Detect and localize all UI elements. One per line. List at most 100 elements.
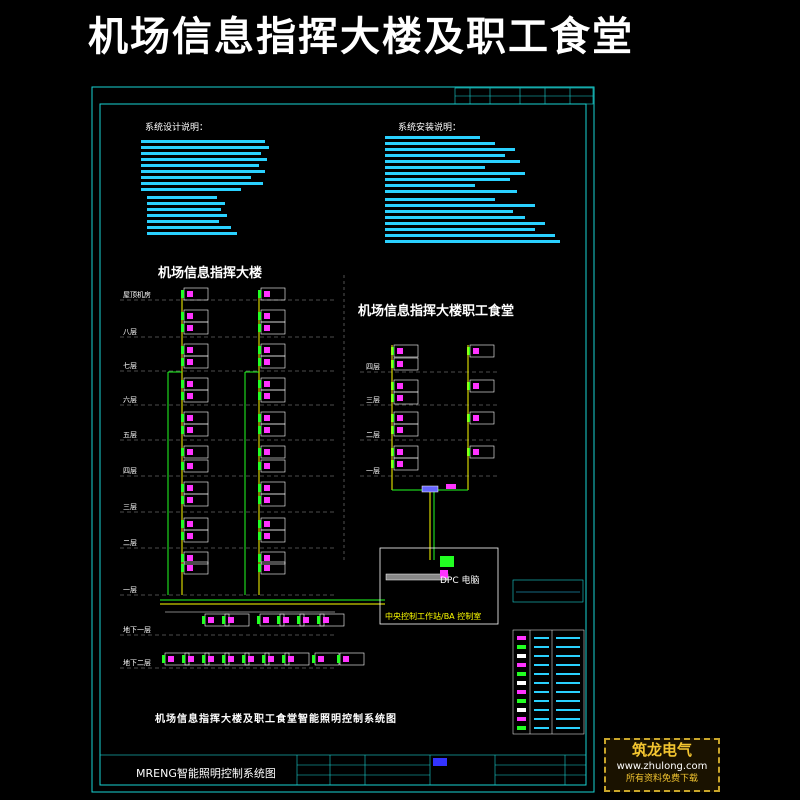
legend-row <box>517 645 580 649</box>
lighting-panel-symbol <box>258 321 286 335</box>
legend-row <box>517 636 580 640</box>
lighting-panel-symbol <box>337 652 365 666</box>
lighting-panel-symbol <box>258 481 286 495</box>
outer-frame <box>91 86 595 793</box>
lighting-panel-symbol <box>391 411 419 425</box>
floor-label-a: 二层 <box>123 539 137 547</box>
lighting-panel-symbol <box>181 377 209 391</box>
lighting-panel-symbol <box>181 561 209 575</box>
lighting-panel-symbol <box>258 551 286 565</box>
legend-top <box>512 579 584 603</box>
legend-row <box>517 717 580 721</box>
lighting-panel-symbol <box>258 529 286 543</box>
legend-row <box>517 726 580 730</box>
lighting-panel-symbol <box>258 411 286 425</box>
lighting-panel-symbol <box>258 517 286 531</box>
lighting-panel-symbol <box>467 445 495 459</box>
lighting-panel-symbol <box>258 445 286 459</box>
floor-label-a: 地下二层 <box>123 659 151 667</box>
floor-label-a: 八层 <box>123 328 137 336</box>
lighting-panel-symbol <box>258 423 286 437</box>
lighting-panel-symbol <box>181 517 209 531</box>
watermark-brand: 筑龙电气 <box>631 741 692 759</box>
install-notes-text <box>385 136 560 243</box>
watermark-url: www.zhulong.com <box>616 761 708 772</box>
dpc-label: DPC 电脑 <box>440 576 480 586</box>
lighting-panel-symbol <box>181 411 209 425</box>
lighting-panel-symbol <box>391 423 419 437</box>
lighting-panel-symbol <box>258 343 286 357</box>
building-b-risers <box>391 345 469 560</box>
legend-row <box>517 654 580 658</box>
title-block-system-name: MRENG智能照明控制系统图 <box>136 767 276 780</box>
lighting-panel-symbol <box>181 459 209 473</box>
lighting-panel-symbol <box>467 344 495 358</box>
basement-panels <box>162 613 365 666</box>
lighting-panel-symbol <box>258 561 286 575</box>
lighting-panel-symbol <box>181 321 209 335</box>
lighting-panel-symbol <box>391 445 419 459</box>
lighting-panel-symbol <box>181 343 209 357</box>
page-title: 机场信息指挥大楼及职工食堂 <box>88 13 634 60</box>
lighting-panel-symbol <box>391 344 419 358</box>
lighting-panel-symbol <box>467 379 495 393</box>
floor-label-a: 地下一层 <box>123 626 151 634</box>
lighting-panel-symbol <box>258 287 286 301</box>
watermark-tagline: 所有资料免费下载 <box>625 774 698 784</box>
control-box <box>379 547 499 625</box>
floor-label-b: 三层 <box>366 396 380 404</box>
legend-row <box>517 663 580 667</box>
lighting-panel-symbol <box>391 391 419 405</box>
lighting-panel-symbol <box>181 389 209 403</box>
top-title-block <box>454 87 594 105</box>
floor-label-a: 四层 <box>123 467 137 475</box>
floor-label-a: 六层 <box>123 396 137 404</box>
legend-row <box>517 672 580 676</box>
lighting-panel-symbol <box>391 379 419 393</box>
building-a-floor-lines <box>120 299 335 669</box>
building-a-risers <box>160 290 385 613</box>
legend-row <box>517 708 580 712</box>
lighting-panel-symbol <box>181 355 209 369</box>
lighting-panel-symbol <box>391 357 419 371</box>
lighting-panel-symbol <box>181 309 209 323</box>
lighting-panel-symbol <box>391 457 419 471</box>
lighting-panel-symbol <box>317 613 345 627</box>
lighting-panel-symbol <box>181 551 209 565</box>
building-a-name: 机场信息指挥大楼 <box>158 266 263 281</box>
building-b-name: 机场信息指挥大楼职工食堂 <box>358 304 515 319</box>
lighting-panel-symbol <box>181 493 209 507</box>
watermark-badge: 筑龙电气 www.zhulong.com 所有资料免费下载 <box>604 738 720 792</box>
legend-row <box>517 681 580 685</box>
lighting-panel-symbol <box>181 529 209 543</box>
lighting-panel-symbol <box>181 481 209 495</box>
lighting-panel-symbol <box>181 423 209 437</box>
bottom-title-block <box>99 754 587 786</box>
building-a-panels <box>181 287 286 575</box>
floor-label-a: 七层 <box>123 362 137 370</box>
floor-label-b: 四层 <box>366 363 380 371</box>
floor-label-b: 一层 <box>366 467 380 475</box>
legend-table <box>512 629 585 735</box>
lighting-panel-symbol <box>258 459 286 473</box>
lighting-panel-symbol <box>467 411 495 425</box>
design-notes-text <box>141 140 269 235</box>
legend-row <box>517 690 580 694</box>
design-notes-title: 系统设计说明： <box>145 123 209 133</box>
lighting-panel-symbol <box>258 389 286 403</box>
control-center-label: 中央控制工作站/BA 控制室 <box>385 612 482 621</box>
floor-label-a: 五层 <box>123 431 137 439</box>
lighting-panel-symbol <box>258 377 286 391</box>
lighting-panel-symbol <box>258 493 286 507</box>
building-b-floor-lines <box>360 371 500 477</box>
legend-row <box>517 699 580 703</box>
lighting-panel-symbol <box>181 445 209 459</box>
floor-label-a: 一层 <box>123 586 137 594</box>
lighting-panel-symbol <box>181 287 209 301</box>
floor-label-a: 屋顶机房 <box>123 291 151 299</box>
lighting-panel-symbol <box>258 355 286 369</box>
lighting-panel-symbol <box>222 613 250 627</box>
drawing-caption: 机场信息指挥大楼及职工食堂智能照明控制系统图 <box>155 714 397 725</box>
lighting-panel-symbol <box>258 309 286 323</box>
